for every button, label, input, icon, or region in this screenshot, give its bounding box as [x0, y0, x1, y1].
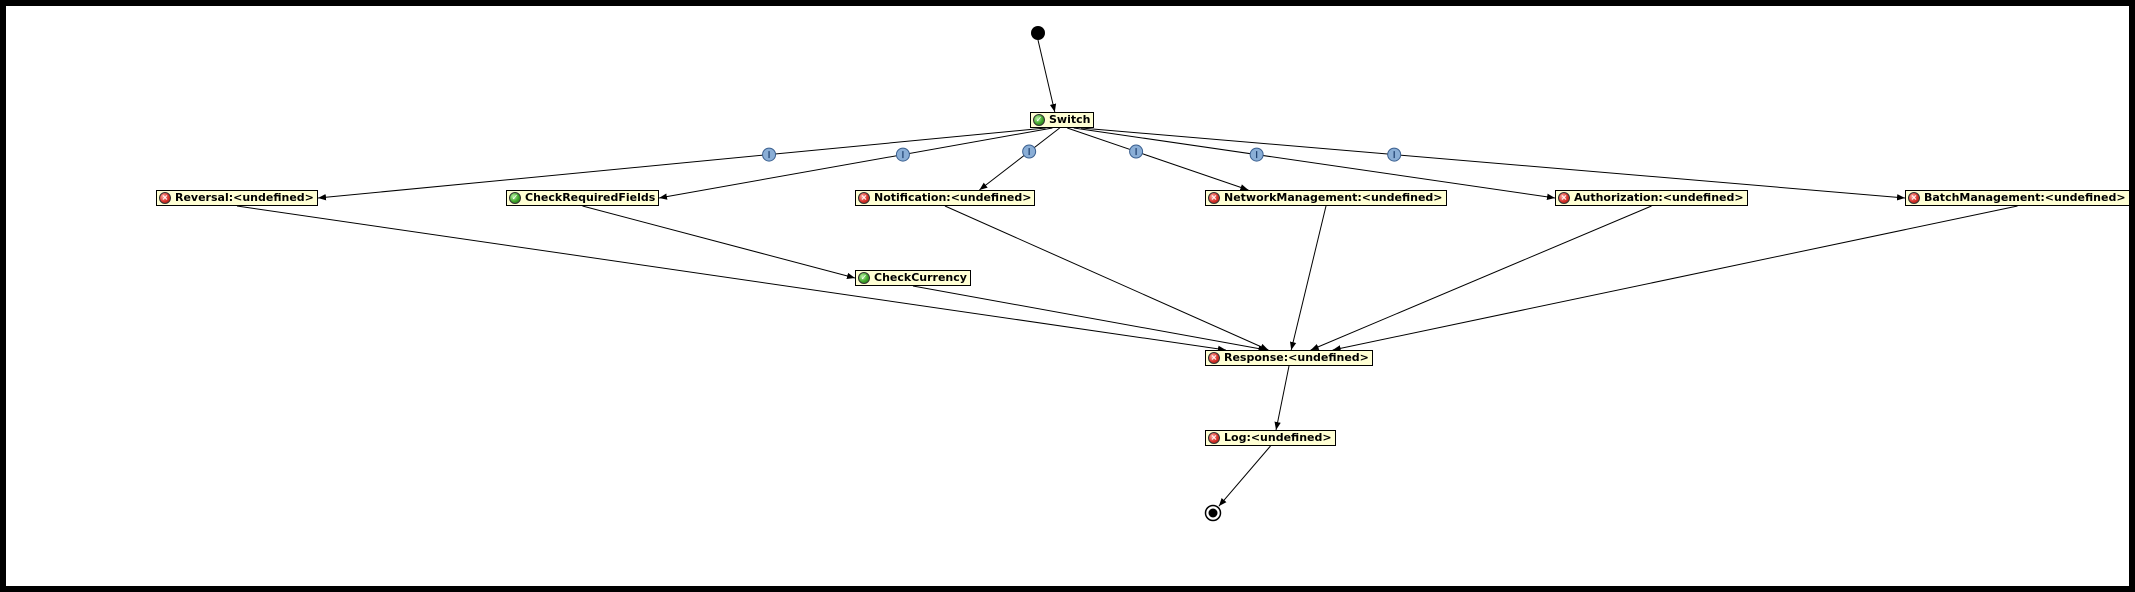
node-reversal[interactable]: Reversal:<undefined> — [156, 190, 318, 206]
node-network-management[interactable]: NetworkManagement:<undefined> — [1205, 190, 1447, 206]
check-circle-icon — [509, 192, 521, 204]
condition-marker-icon[interactable] — [895, 147, 910, 162]
edge-log-to-end[interactable] — [1218, 445, 1271, 507]
error-circle-icon — [858, 192, 870, 204]
edge-checkrequired-to-checkcurrency[interactable] — [582, 205, 856, 280]
node-label: NetworkManagement:<undefined> — [1224, 191, 1443, 204]
node-label: Reversal:<undefined> — [175, 191, 314, 204]
edge-switch-to-reversal[interactable] — [317, 127, 1046, 201]
condition-marker-icon[interactable] — [1129, 144, 1144, 159]
condition-marker-icon[interactable] — [1387, 147, 1402, 162]
error-circle-icon — [1208, 432, 1220, 444]
node-authorization[interactable]: Authorization:<undefined> — [1555, 190, 1748, 206]
node-label: BatchManagement:<undefined> — [1924, 191, 2126, 204]
edge-start-to-switch[interactable] — [1037, 39, 1057, 113]
condition-marker-icon[interactable] — [1249, 147, 1264, 162]
error-circle-icon — [1558, 192, 1570, 204]
node-check-required-fields[interactable]: CheckRequiredFields — [506, 190, 660, 206]
node-label: Log:<undefined> — [1224, 431, 1332, 444]
edge-batch-to-response[interactable] — [1332, 205, 2018, 352]
error-circle-icon — [1208, 192, 1220, 204]
diagram-edges — [236, 26, 2018, 522]
node-response[interactable]: Response:<undefined> — [1205, 350, 1373, 366]
error-circle-icon — [1908, 192, 1920, 204]
edge-notification-to-response[interactable] — [944, 205, 1269, 351]
edge-authorization-to-response[interactable] — [1310, 205, 1652, 351]
error-circle-icon — [1208, 352, 1220, 364]
node-switch[interactable]: Switch — [1030, 112, 1095, 128]
diagram-canvas: Switch Reversal:<undefined> CheckRequire… — [6, 6, 2130, 586]
node-notification[interactable]: Notification:<undefined> — [855, 190, 1036, 206]
edge-switch-to-notification[interactable] — [979, 127, 1060, 191]
edge-switch-to-network[interactable] — [1067, 127, 1249, 191]
edge-switch-to-authorization[interactable] — [1073, 127, 1556, 201]
node-check-currency[interactable]: CheckCurrency — [855, 270, 971, 286]
end-node[interactable] — [1204, 504, 1222, 522]
node-label: Response:<undefined> — [1224, 351, 1369, 364]
edge-switch-to-batch[interactable] — [1081, 127, 1906, 201]
node-label: Authorization:<undefined> — [1574, 191, 1744, 204]
node-label: CheckCurrency — [874, 271, 967, 284]
check-circle-icon — [1033, 114, 1045, 126]
node-label: CheckRequiredFields — [525, 191, 656, 204]
condition-marker-icon[interactable] — [1022, 144, 1037, 159]
error-circle-icon — [159, 192, 171, 204]
node-label: Notification:<undefined> — [874, 191, 1032, 204]
edge-switch-to-checkrequired[interactable] — [658, 127, 1053, 200]
node-batch-management[interactable]: BatchManagement:<undefined> — [1905, 190, 2130, 206]
edge-response-to-log[interactable] — [1274, 365, 1290, 431]
edge-network-to-response[interactable] — [1289, 205, 1327, 351]
node-label: Switch — [1049, 113, 1091, 126]
condition-marker-icon[interactable] — [762, 147, 777, 162]
node-log[interactable]: Log:<undefined> — [1205, 430, 1336, 446]
edge-reversal-to-response[interactable] — [236, 205, 1226, 353]
start-node[interactable] — [1031, 26, 1045, 40]
check-circle-icon — [858, 272, 870, 284]
edge-checkcurrency-to-response[interactable] — [912, 285, 1267, 352]
